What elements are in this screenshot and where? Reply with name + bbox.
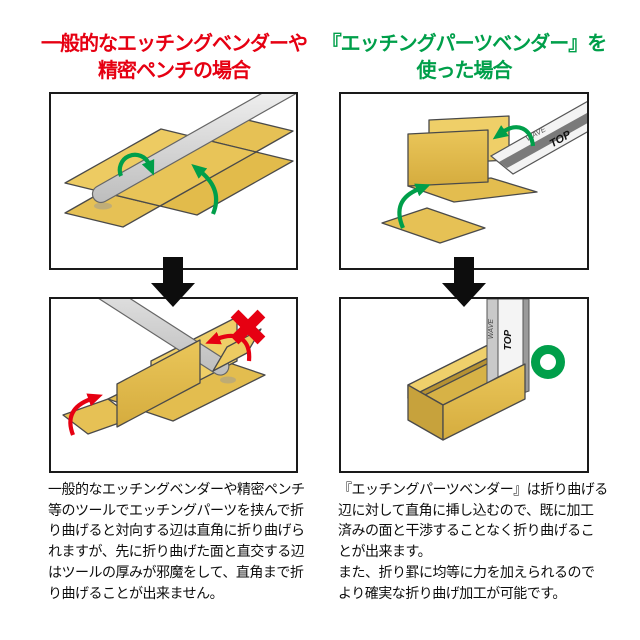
tool-top-label: TOP	[503, 329, 514, 350]
caption-line: 一般的なエッチングベンダーや精密ペンチ	[48, 481, 305, 497]
green-fold-arrow	[397, 183, 431, 229]
tool-tip-shadow	[94, 202, 112, 210]
right-title-line2: 使った場合	[416, 60, 513, 82]
caption-line: より確実な折り曲げ加工が可能です。	[338, 584, 566, 601]
bender-step1-illustration: WAVE TOP	[381, 100, 587, 244]
left-column-title: 一般的なエッチングベンダーや 精密ペンチの場合	[26, 31, 322, 85]
green-fold-arrow	[117, 152, 155, 177]
down-arrow-icon	[442, 257, 486, 307]
bender-step2-illustration: WAVE TOP	[407, 299, 565, 441]
tool-brand-label: WAVE	[488, 319, 495, 339]
down-arrow-icon	[151, 257, 195, 307]
left-caption: 一般的なエッチングベンダーや精密ペンチ 等のツールでエッチングパーツを挟んで折 …	[48, 479, 314, 603]
panel-pliers-step1	[49, 92, 298, 270]
left-title-line2: 精密ペンチの場合	[98, 60, 251, 82]
caption-line: り曲げると対向する辺は直角に折り曲げら	[48, 522, 305, 539]
caption-line: とが出来ます。	[338, 543, 432, 560]
panel-bender-step2-success: WAVE TOP	[339, 297, 589, 473]
panel-bender-step1: WAVE TOP	[339, 92, 589, 270]
caption-line: 『エッチングパーツベンダー』は折り曲げる	[338, 481, 608, 497]
caption-line: 等のツールでエッチングパーツを挟んで折	[48, 501, 304, 518]
caption-line: また、折り罫に均等に力を加えられるので	[338, 563, 595, 580]
right-column-title: 『エッチングパーツベンダー』を 使った場合	[316, 31, 612, 85]
caption-line: 済みの面と干渉することなく折り曲げるこ	[338, 522, 595, 539]
x-mark-icon	[230, 309, 266, 345]
green-fold-arrow	[492, 125, 536, 147]
tool-tip-shadow	[220, 376, 236, 384]
caption-line: れますが、先に折り曲げた面と直交する辺	[48, 543, 305, 560]
caption-line: 辺に対して直角に挿し込むので、既に加工	[338, 501, 594, 518]
caption-line: り曲げることが出来ません。	[48, 584, 224, 601]
pliers-step1-illustration	[64, 94, 296, 228]
green-fold-arrow	[191, 164, 219, 215]
panel-pliers-step2-blocked	[49, 297, 298, 473]
circle-mark-icon	[531, 345, 565, 379]
red-fold-arrow	[68, 393, 103, 436]
pliers-step2-illustration	[62, 299, 266, 436]
right-title-line1: 『エッチングパーツベンダー』を	[321, 33, 608, 55]
bender-blade-stripe	[499, 112, 587, 168]
left-title-line1: 一般的なエッチングベンダーや	[41, 33, 308, 55]
caption-line: はツールの厚みが邪魔をして、直角まで折	[48, 563, 304, 580]
right-caption: 『エッチングパーツベンダー』は折り曲げる 辺に対して直角に挿し込むので、既に加工…	[338, 479, 608, 603]
